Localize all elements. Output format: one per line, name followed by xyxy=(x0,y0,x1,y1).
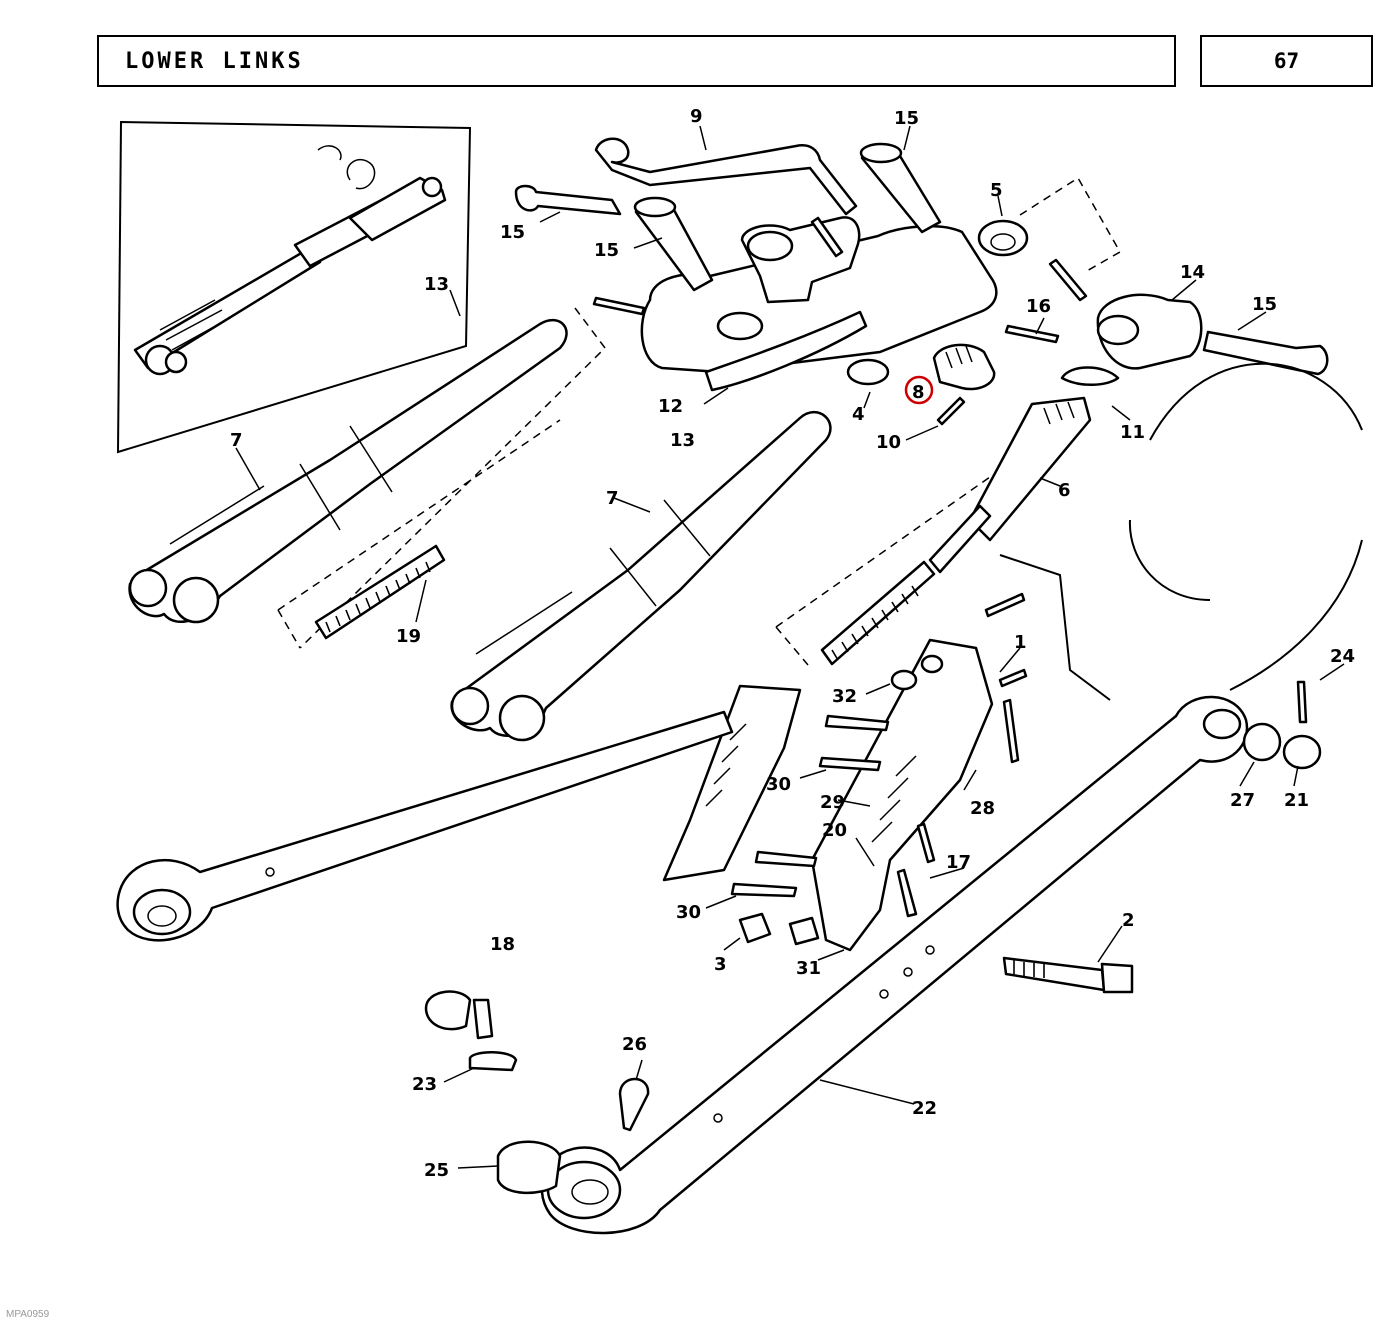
callout-19: 19 xyxy=(396,626,421,647)
callout-14: 14 xyxy=(1180,262,1205,283)
lower-link-right xyxy=(265,695,1322,1235)
callout-25: 25 xyxy=(424,1160,449,1181)
callout-15: 15 xyxy=(594,240,619,261)
callout-7: 7 xyxy=(230,430,243,451)
callout-11: 11 xyxy=(1120,422,1145,443)
callout-8: 8 xyxy=(912,382,925,403)
title-box: LOWER LINKS xyxy=(97,35,1176,87)
callout-3: 3 xyxy=(714,954,727,975)
lower-link-left xyxy=(116,710,734,942)
callout-10: 10 xyxy=(876,432,901,453)
callout-12: 12 xyxy=(658,396,683,417)
callout-21: 21 xyxy=(1284,790,1309,811)
callout-2: 2 xyxy=(1122,910,1135,931)
callout-30: 30 xyxy=(766,774,791,795)
leader-lines xyxy=(235,125,1345,1169)
callout-31: 31 xyxy=(796,958,821,979)
callout-15: 15 xyxy=(500,222,525,243)
callout-30: 30 xyxy=(676,902,701,923)
callout-22: 22 xyxy=(912,1098,937,1119)
callout-27: 27 xyxy=(1230,790,1255,811)
callout-24: 24 xyxy=(1330,646,1355,667)
callout-1: 1 xyxy=(1014,632,1027,653)
callout-labels: 9 15 15 15 15 5 14 16 13 13 12 4 8 10 11… xyxy=(230,106,1355,1181)
inset-detail xyxy=(116,120,472,454)
callout-13: 13 xyxy=(670,430,695,451)
callout-18: 18 xyxy=(490,934,515,955)
page-title: LOWER LINKS xyxy=(125,49,304,74)
callout-32: 32 xyxy=(832,686,857,707)
callout-16: 16 xyxy=(1026,296,1051,317)
callout-29: 29 xyxy=(820,792,845,813)
drawing-code: MPA0959 xyxy=(6,1309,50,1320)
callout-15: 15 xyxy=(894,108,919,129)
callout-9: 9 xyxy=(690,106,703,127)
highlight-ring xyxy=(904,375,934,405)
page-number-box: 67 xyxy=(1200,35,1373,87)
callout-6: 6 xyxy=(1058,480,1071,501)
cross-shaft-assembly xyxy=(128,137,1329,742)
callout-4: 4 xyxy=(852,404,865,425)
callout-26: 26 xyxy=(622,1034,647,1055)
callout-20: 20 xyxy=(822,820,847,841)
stabiliser-parts xyxy=(662,592,1308,952)
page-number: 67 xyxy=(1273,49,1300,73)
callout-7: 7 xyxy=(606,488,619,509)
axle-housing xyxy=(999,362,1363,701)
callout-13: 13 xyxy=(424,274,449,295)
callout-23: 23 xyxy=(412,1074,437,1095)
callout-5: 5 xyxy=(990,180,1003,201)
callout-28: 28 xyxy=(970,798,995,819)
callout-17: 17 xyxy=(946,852,971,873)
callout-15: 15 xyxy=(1252,294,1277,315)
